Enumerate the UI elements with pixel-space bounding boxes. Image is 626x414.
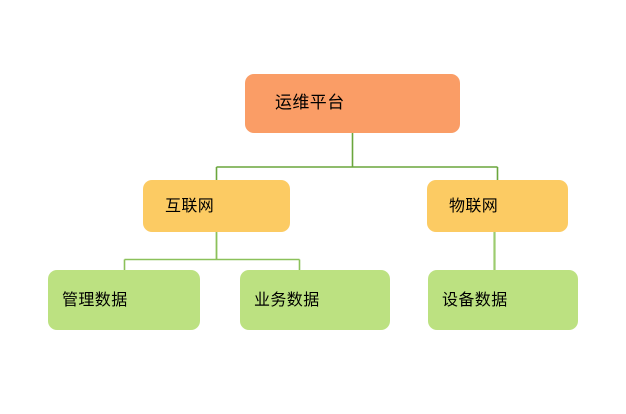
node-manage-data-label: 管理数据: [62, 290, 128, 310]
node-root[interactable]: 运维平台: [245, 74, 460, 133]
node-device-data[interactable]: 设备数据: [428, 270, 578, 330]
node-iot[interactable]: 物联网: [427, 180, 568, 232]
node-manage-data[interactable]: 管理数据: [48, 270, 200, 330]
node-device-data-label: 设备数据: [442, 290, 508, 310]
node-root-label: 运维平台: [275, 93, 345, 114]
edge-root-to-level2: [215, 133, 499, 181]
node-business-data-label: 业务数据: [254, 290, 320, 310]
node-internet[interactable]: 互联网: [143, 180, 290, 232]
node-business-data[interactable]: 业务数据: [240, 270, 390, 330]
node-iot-label: 物联网: [449, 196, 499, 216]
node-internet-label: 互联网: [165, 196, 215, 216]
edge-internet-to-level3: [123, 232, 301, 271]
